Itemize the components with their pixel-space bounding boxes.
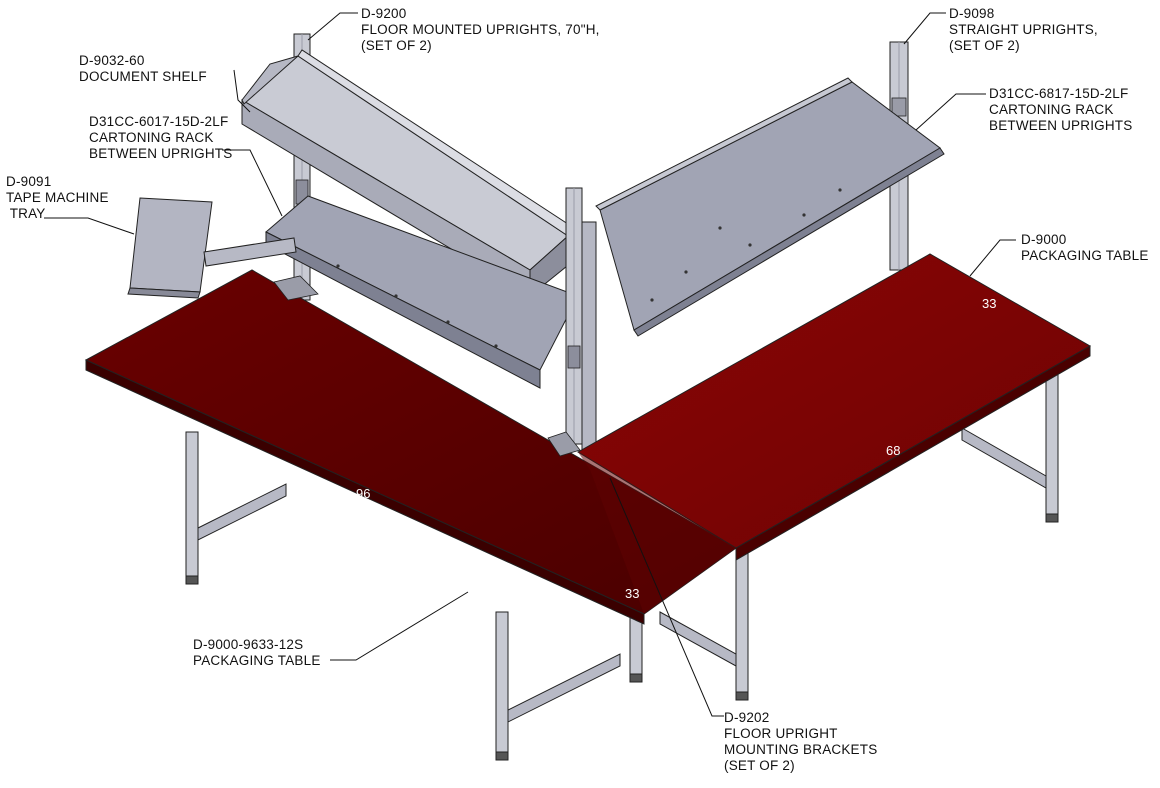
description-line: BETWEEN UPRIGHTS — [89, 146, 233, 161]
callout-d9000: D-9000 PACKAGING TABLE — [1021, 232, 1149, 264]
description-line: DOCUMENT SHELF — [79, 69, 207, 84]
part-number: D-9000-9633-12S — [193, 637, 304, 652]
right-packaging-table — [577, 253, 1092, 561]
callout-d31cc-6017: D31CC-6017-15D-2LF CARTONING RACK BETWEE… — [89, 114, 232, 162]
description-line: FLOOR MOUNTED UPRIGHTS, 70"H, — [361, 22, 600, 37]
description-line: (SET OF 2) — [724, 758, 795, 773]
callout-d9098: D-9098 STRAIGHT UPRIGHTS, (SET OF 2) — [949, 6, 1098, 54]
callout-d9032-60: D-9032-60 DOCUMENT SHELF — [79, 53, 207, 85]
callout-d9202: D-9202 FLOOR UPRIGHT MOUNTING BRACKETS (… — [724, 710, 877, 774]
document-shelf — [241, 49, 575, 298]
description-line: CARTONING RACK — [989, 102, 1114, 117]
left-packaging-table — [84, 269, 737, 625]
callout-d9091: D-9091 TAPE MACHINE TRAY — [6, 174, 109, 222]
description-line: TRAY — [6, 206, 46, 221]
callout-d31cc-6817: D31CC-6817-15D-2LF CARTONING RACK BETWEE… — [989, 86, 1132, 134]
part-number: D-9032-60 — [79, 53, 145, 68]
floor-upright-front — [565, 187, 597, 455]
description-line: FLOOR UPRIGHT — [724, 726, 838, 741]
part-number: D31CC-6817-15D-2LF — [989, 86, 1129, 101]
part-number: D-9098 — [949, 6, 995, 21]
description-line: PACKAGING TABLE — [1021, 248, 1149, 263]
part-number: D-9200 — [361, 6, 407, 21]
mounting-brackets — [273, 275, 581, 457]
dimension-left-length: 96 — [356, 486, 370, 501]
callout-d9000-9633: D-9000-9633-12S PACKAGING TABLE — [193, 637, 321, 669]
description-line: (SET OF 2) — [949, 38, 1020, 53]
part-number: D-9202 — [724, 710, 770, 725]
dimension-left-width: 33 — [625, 586, 639, 601]
description-line: STRAIGHT UPRIGHTS, — [949, 22, 1098, 37]
dimension-right-length: 68 — [886, 443, 900, 458]
left-table-frame — [185, 431, 643, 761]
tape-machine-tray — [127, 197, 297, 299]
part-number: D31CC-6017-15D-2LF — [89, 114, 229, 129]
part-number: D-9091 — [6, 174, 52, 189]
cartoning-rack-right — [595, 77, 945, 337]
description-line: BETWEEN UPRIGHTS — [989, 118, 1133, 133]
description-line: TAPE MACHINE — [6, 190, 109, 205]
cartoning-rack-left — [265, 195, 579, 389]
callout-d9200: D-9200 FLOOR MOUNTED UPRIGHTS, 70"H, (SE… — [361, 6, 600, 54]
part-number: D-9000 — [1021, 232, 1067, 247]
description-line: (SET OF 2) — [361, 38, 432, 53]
leader-lines — [44, 12, 1016, 717]
description-line: PACKAGING TABLE — [193, 653, 321, 668]
description-line: MOUNTING BRACKETS — [724, 742, 878, 757]
description-line: CARTONING RACK — [89, 130, 214, 145]
dimension-right-width: 33 — [982, 296, 996, 311]
